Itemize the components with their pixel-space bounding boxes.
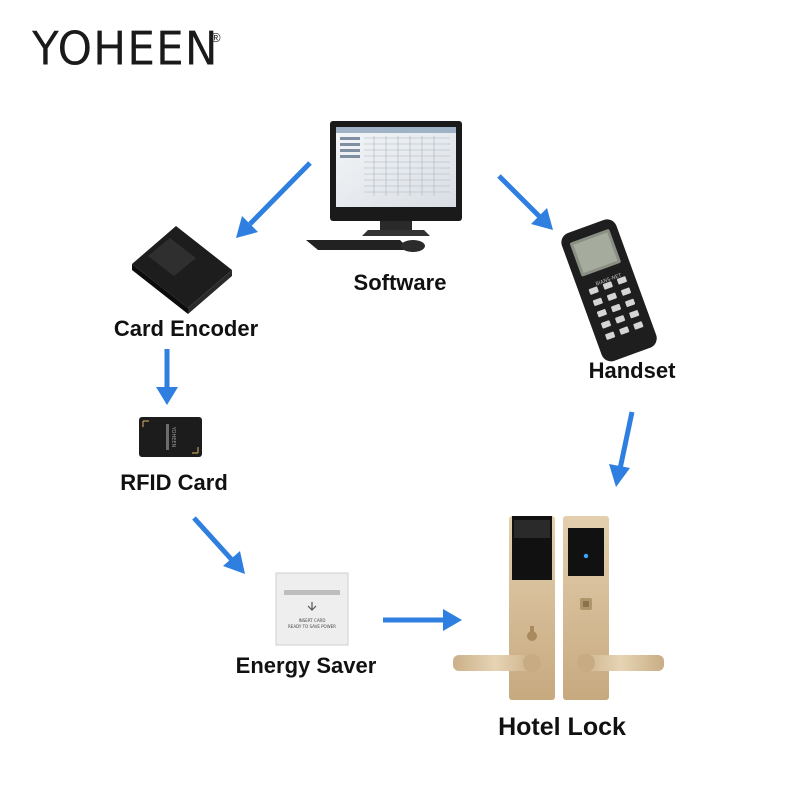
label-handset: Handset [588,358,676,383]
hotel-lock-icon [453,516,664,700]
energy-saver-text-1: INSERT CARD [299,618,326,623]
label-energy-saver: Energy Saver [235,653,377,678]
arrow-card-to-energy-saver [192,516,245,574]
arrow-software-to-encoder [236,161,312,238]
arrow-encoder-to-card [156,349,178,405]
arrow-software-to-handset [497,174,553,230]
brand-logo: YOHEEN [32,22,219,77]
arrow-energy-saver-to-lock [383,609,462,631]
label-card-encoder: Card Encoder [113,316,259,341]
arrow-handset-to-lock [609,411,635,487]
label-hotel-lock: Hotel Lock [498,713,626,741]
computer-icon [306,121,462,252]
card-encoder-icon [132,226,232,314]
registered-mark: ® [211,30,221,45]
energy-saver-icon [275,572,349,646]
label-software: Software [353,270,447,295]
label-rfid-card: RFID Card [120,470,228,495]
card-brand-text: YOHEEN [170,426,176,448]
handset-icon [561,219,657,362]
flow-arrows [156,161,635,631]
energy-saver-text-2: READY TO SAVE POWER [288,624,336,629]
rfid-card-icon [139,417,202,457]
